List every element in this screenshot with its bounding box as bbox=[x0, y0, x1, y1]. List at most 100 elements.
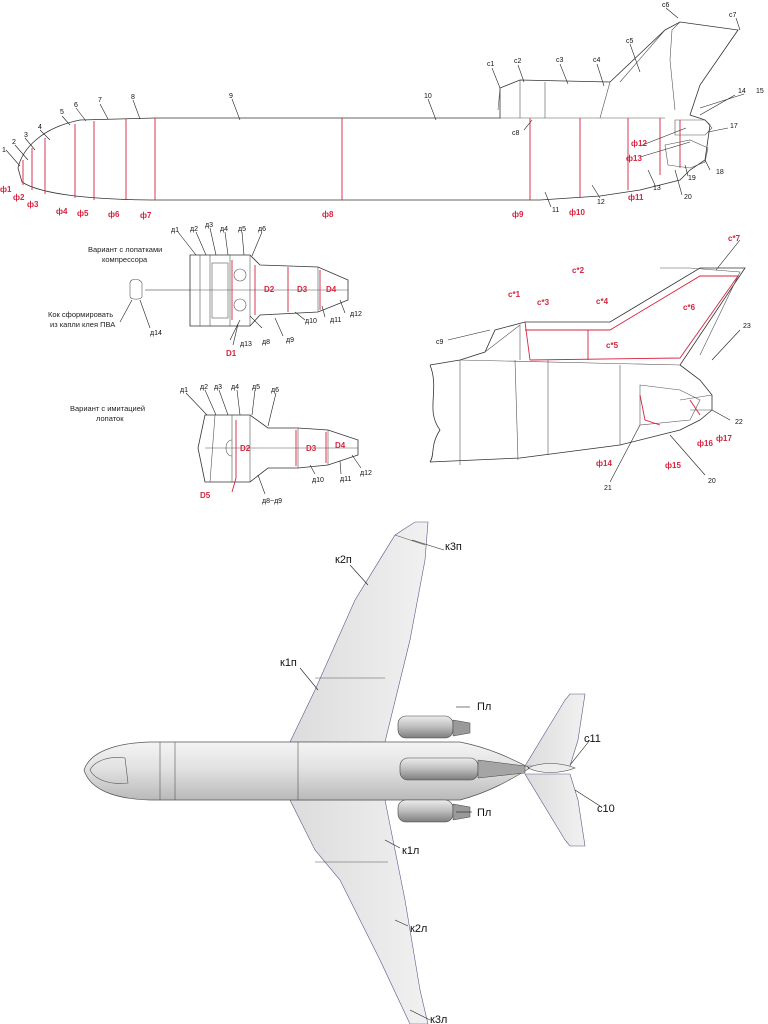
side-view-labels: 1 2 3 4 5 6 7 8 9 10 с1 с2 с3 с4 с5 с6 с… bbox=[0, 2, 764, 220]
label-cs5: с*5 bbox=[606, 341, 619, 350]
label-f2: ф2 bbox=[13, 193, 25, 202]
label-d2: д2 bbox=[190, 226, 198, 233]
tail-detail bbox=[429, 239, 746, 483]
label-f5: ф5 bbox=[77, 209, 89, 218]
label-c6: с6 bbox=[662, 2, 670, 9]
label-f16: ф16 bbox=[697, 439, 713, 448]
label-i-d8-d9: д8~д9 bbox=[262, 498, 282, 505]
label-cs2: с*2 bbox=[572, 266, 585, 275]
label-c9: с9 bbox=[436, 339, 444, 346]
label-23: 23 bbox=[743, 323, 751, 330]
label-c8: с8 bbox=[512, 130, 520, 137]
label-12: 12 bbox=[597, 199, 605, 206]
label-i-D5: D5 bbox=[200, 491, 211, 500]
frame-lines bbox=[22, 118, 681, 200]
label-k3p: к3п bbox=[445, 541, 462, 553]
label-c11: с11 bbox=[584, 733, 601, 745]
label-c1: с1 bbox=[487, 61, 495, 68]
label-d10: д10 bbox=[305, 318, 317, 325]
plan-view-aircraft bbox=[83, 521, 601, 1024]
label-f15: ф15 bbox=[665, 461, 681, 470]
label-d11: д11 bbox=[330, 317, 341, 324]
engine-compressor-labels: Вариант с лопатками компрессора Кок сфор… bbox=[48, 222, 362, 358]
label-d12: д12 bbox=[350, 311, 362, 318]
label-f7: ф7 bbox=[140, 211, 152, 220]
engine-imitation-variant bbox=[185, 389, 362, 495]
label-11: 11 bbox=[552, 207, 559, 214]
label-f9: ф9 bbox=[512, 210, 524, 219]
label-f4: ф4 bbox=[56, 207, 68, 216]
label-i-D3: D3 bbox=[306, 444, 317, 453]
label-c4: с4 bbox=[593, 57, 601, 64]
label-i-d4: д4 bbox=[231, 384, 239, 391]
label-17: 17 bbox=[730, 123, 738, 130]
engine-pod-upper bbox=[397, 715, 471, 739]
label-10: 10 bbox=[424, 93, 432, 100]
label-i-d5: д5 bbox=[252, 384, 260, 391]
label-i-d11: д11 bbox=[340, 476, 351, 483]
label-k1l: к1л bbox=[402, 845, 419, 857]
label-i-d12: д12 bbox=[360, 470, 372, 477]
label-D4: D4 bbox=[326, 285, 337, 294]
label-pl-lower: Пл bbox=[477, 807, 491, 819]
label-i-d1: д1 bbox=[180, 387, 188, 394]
caption-imitation-line1: Вариант с имитацией bbox=[70, 404, 145, 413]
label-d1: д1 bbox=[171, 227, 179, 234]
label-f12: ф12 bbox=[631, 139, 647, 148]
label-k2l: к2л bbox=[410, 923, 427, 935]
engine-pod-center bbox=[399, 757, 526, 781]
label-1: 1 bbox=[2, 147, 6, 154]
label-f8: ф8 bbox=[322, 210, 334, 219]
label-k2p: к2п bbox=[335, 554, 352, 566]
label-9: 9 bbox=[229, 93, 233, 100]
label-d3: д3 bbox=[205, 222, 213, 229]
label-7: 7 bbox=[98, 97, 102, 104]
label-c3: с3 bbox=[556, 57, 564, 64]
label-D1: D1 bbox=[226, 349, 237, 358]
engine-pod-lower bbox=[397, 799, 471, 823]
label-cs1: с*1 bbox=[508, 290, 521, 299]
label-f11: ф11 bbox=[628, 193, 644, 202]
label-22: 22 bbox=[735, 419, 743, 426]
label-cs3: с*3 bbox=[537, 298, 550, 307]
label-i-D2: D2 bbox=[240, 444, 251, 453]
label-f13: ф13 bbox=[626, 154, 642, 163]
label-2: 2 bbox=[12, 139, 16, 146]
label-6: 6 bbox=[74, 102, 78, 109]
label-20b: 20 bbox=[708, 478, 716, 485]
label-pl-upper: Пл bbox=[477, 701, 491, 713]
label-c10: с10 bbox=[597, 803, 615, 815]
label-c5: с5 bbox=[626, 38, 634, 45]
label-5: 5 bbox=[60, 109, 64, 116]
label-20: 20 bbox=[684, 194, 692, 201]
label-i-d3: д3 bbox=[214, 384, 222, 391]
label-i-d10: д10 bbox=[312, 477, 324, 484]
label-19: 19 bbox=[688, 175, 696, 182]
label-k1p: к1п bbox=[280, 657, 297, 669]
cone-note-line1: Кок сформировать bbox=[48, 310, 113, 319]
label-k3l: к3л bbox=[430, 1014, 447, 1024]
plan-view-labels: к3п к2п к1п Пл с11 Пл с10 к1л к2л к3л bbox=[280, 541, 615, 1024]
label-d9: д9 bbox=[286, 337, 294, 344]
caption-compressor-line1: Вариант с лопатками bbox=[88, 245, 162, 254]
label-15: 15 bbox=[756, 88, 764, 95]
engine-imitation-labels: Вариант с имитацией лопаток д1 д2 д3 д4 … bbox=[70, 384, 372, 505]
label-f10: ф10 bbox=[569, 208, 585, 217]
label-cs7: с*7 bbox=[728, 234, 741, 243]
caption-imitation-line2: лопаток bbox=[96, 414, 124, 423]
label-D3: D3 bbox=[297, 285, 308, 294]
label-4: 4 bbox=[38, 124, 42, 131]
caption-compressor-line2: компрессора bbox=[102, 255, 148, 264]
label-8: 8 bbox=[131, 94, 135, 101]
label-d8: д8 bbox=[262, 339, 270, 346]
label-3: 3 bbox=[24, 132, 28, 139]
label-f6: ф6 bbox=[108, 210, 120, 219]
label-f14: ф14 bbox=[596, 459, 612, 468]
label-i-D4: D4 bbox=[335, 441, 346, 450]
label-d13: д13 bbox=[240, 341, 252, 348]
label-i-d6: д6 bbox=[271, 387, 279, 394]
label-d4: д4 bbox=[220, 226, 228, 233]
label-f3: ф3 bbox=[27, 200, 39, 209]
tail-detail-labels: с9 23 22 21 20 с*1 с*2 с*3 с*4 с*5 с*6 с… bbox=[436, 234, 751, 492]
